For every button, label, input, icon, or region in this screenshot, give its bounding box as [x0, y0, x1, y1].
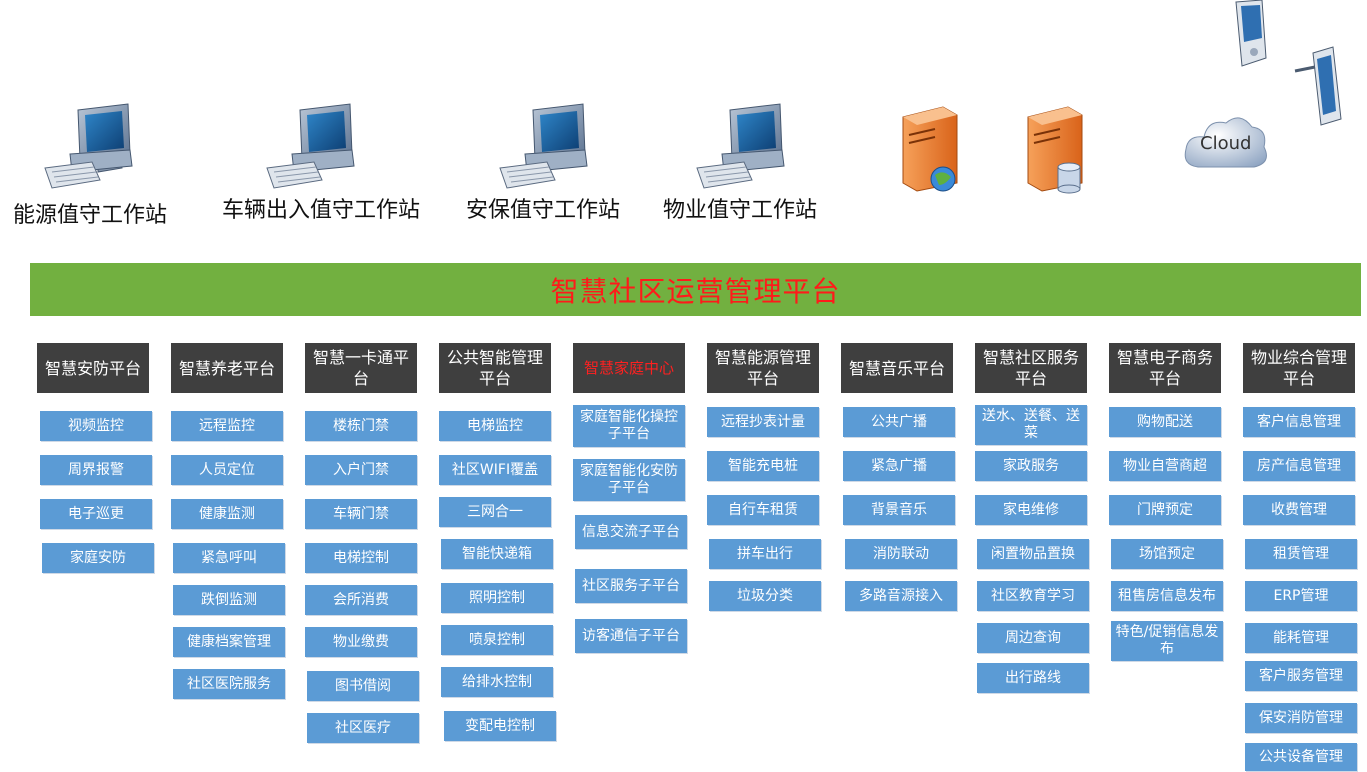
platform-item[interactable]: 送水、送餐、送菜	[975, 405, 1087, 445]
platform-item[interactable]: 周界报警	[40, 455, 152, 485]
platform-header[interactable]: 智慧安防平台	[37, 343, 149, 393]
platform-header[interactable]: 智慧家庭中心	[573, 343, 685, 393]
platform-item[interactable]: 能耗管理	[1245, 623, 1357, 653]
platform-item[interactable]: 收费管理	[1243, 495, 1355, 525]
platform-item[interactable]: 保安消防管理	[1245, 703, 1357, 733]
database-server-icon	[1027, 106, 1083, 194]
platform-item[interactable]: 楼栋门禁	[305, 411, 417, 441]
platform-header[interactable]: 物业综合管理平台	[1243, 343, 1355, 393]
platform-item[interactable]: 门牌预定	[1109, 495, 1221, 525]
platform-banner: 智慧社区运营管理平台	[30, 263, 1361, 316]
platform-item[interactable]: 周边查询	[977, 623, 1089, 653]
platform-header[interactable]: 智慧能源管理平台	[707, 343, 819, 393]
platform-header[interactable]: 智慧社区服务平台	[975, 343, 1087, 393]
platform-item[interactable]: 公共广播	[843, 407, 955, 437]
platform-item[interactable]: 智能充电桩	[707, 451, 819, 481]
workstation-label-security: 安保值守工作站	[466, 198, 621, 223]
platform-item[interactable]: 电子巡更	[40, 499, 152, 529]
platform-item[interactable]: 家政服务	[975, 451, 1087, 481]
platform-item[interactable]: 远程监控	[171, 411, 283, 441]
platform-item[interactable]: 紧急广播	[843, 451, 955, 481]
platform-header[interactable]: 智慧电子商务平台	[1109, 343, 1221, 393]
platform-item[interactable]: 健康档案管理	[173, 627, 285, 657]
workstation-label-energy: 能源值守工作站	[13, 203, 168, 228]
platform-item[interactable]: 照明控制	[441, 583, 553, 613]
platform-item[interactable]: 跌倒监测	[173, 585, 285, 615]
platform-item[interactable]: 车辆门禁	[305, 499, 417, 529]
platform-item[interactable]: 垃圾分类	[709, 581, 821, 611]
platform-item[interactable]: 物业缴费	[305, 627, 417, 657]
platform-item[interactable]: 三网合一	[439, 497, 551, 527]
platform-item[interactable]: 会所消费	[305, 585, 417, 615]
platform-item[interactable]: 家庭智能化安防子平台	[573, 459, 685, 501]
platform-item[interactable]: 自行车租赁	[707, 495, 819, 525]
platform-item[interactable]: 家电维修	[975, 495, 1087, 525]
platform-header[interactable]: 智慧养老平台	[171, 343, 283, 393]
platform-item[interactable]: 购物配送	[1109, 407, 1221, 437]
platform-item[interactable]: 给排水控制	[441, 667, 553, 697]
cloud-label: Cloud	[1200, 133, 1252, 154]
platform-item[interactable]: 消防联动	[845, 539, 957, 569]
platform-item[interactable]: 远程抄表计量	[707, 407, 819, 437]
pda-icon	[1235, 0, 1267, 67]
computer-icon	[44, 103, 133, 189]
platform-item[interactable]: 人员定位	[171, 455, 283, 485]
platform-item[interactable]: 社区医院服务	[173, 669, 285, 699]
platform-item[interactable]: 房产信息管理	[1243, 451, 1355, 481]
platform-item[interactable]: 视频监控	[40, 411, 152, 441]
platform-item[interactable]: 变配电控制	[444, 711, 556, 741]
platform-item[interactable]: 社区教育学习	[977, 581, 1089, 611]
platform-item[interactable]: 健康监测	[171, 499, 283, 529]
platform-item[interactable]: 客户信息管理	[1243, 407, 1355, 437]
platform-item[interactable]: 租赁管理	[1245, 539, 1357, 569]
workstation-label-property: 物业值守工作站	[663, 198, 818, 223]
platform-item[interactable]: ERP管理	[1245, 581, 1357, 611]
platform-header[interactable]: 智慧一卡通平台	[305, 343, 417, 393]
platform-item[interactable]: 公共设备管理	[1245, 743, 1357, 771]
web-server-icon	[902, 106, 958, 192]
computer-icon	[696, 103, 785, 189]
platform-header[interactable]: 公共智能管理平台	[439, 343, 551, 393]
platform-item[interactable]: 社区服务子平台	[575, 569, 687, 603]
platform-item[interactable]: 社区医疗	[307, 713, 419, 743]
platform-header[interactable]: 智慧音乐平台	[841, 343, 953, 393]
banner-title: 智慧社区运营管理平台	[550, 274, 841, 308]
platform-item[interactable]: 背景音乐	[843, 495, 955, 525]
cloud-icon	[1184, 117, 1267, 168]
platform-item[interactable]: 智能快递箱	[441, 539, 553, 569]
platform-item[interactable]: 场馆预定	[1111, 539, 1223, 569]
platform-item[interactable]: 物业自营商超	[1109, 451, 1221, 481]
platform-item[interactable]: 图书借阅	[307, 671, 419, 701]
platform-item[interactable]: 家庭安防	[42, 543, 154, 573]
platform-item[interactable]: 租售房信息发布	[1111, 581, 1223, 611]
platform-item[interactable]: 拼车出行	[709, 539, 821, 569]
computer-icon	[499, 103, 588, 189]
workstation-label-vehicle: 车辆出入值守工作站	[222, 198, 421, 223]
platform-item[interactable]: 特色/促销信息发布	[1111, 621, 1223, 661]
platform-item[interactable]: 电梯控制	[305, 543, 417, 573]
platform-item[interactable]: 电梯监控	[439, 411, 551, 441]
platform-item[interactable]: 多路音源接入	[845, 581, 957, 611]
platform-item[interactable]: 出行路线	[977, 663, 1089, 693]
platform-item[interactable]: 闲置物品置换	[977, 539, 1089, 569]
platform-item[interactable]: 信息交流子平台	[575, 515, 687, 549]
computer-icon	[266, 103, 355, 189]
platform-item[interactable]: 喷泉控制	[441, 625, 553, 655]
tablet-icon	[1294, 46, 1342, 126]
platform-item[interactable]: 家庭智能化操控子平台	[573, 405, 685, 447]
platform-item[interactable]: 入户门禁	[305, 455, 417, 485]
platform-item[interactable]: 访客通信子平台	[575, 619, 687, 653]
platform-item[interactable]: 社区WIFI覆盖	[439, 455, 551, 485]
platform-item[interactable]: 紧急呼叫	[173, 543, 285, 573]
platform-item[interactable]: 客户服务管理	[1245, 661, 1357, 691]
